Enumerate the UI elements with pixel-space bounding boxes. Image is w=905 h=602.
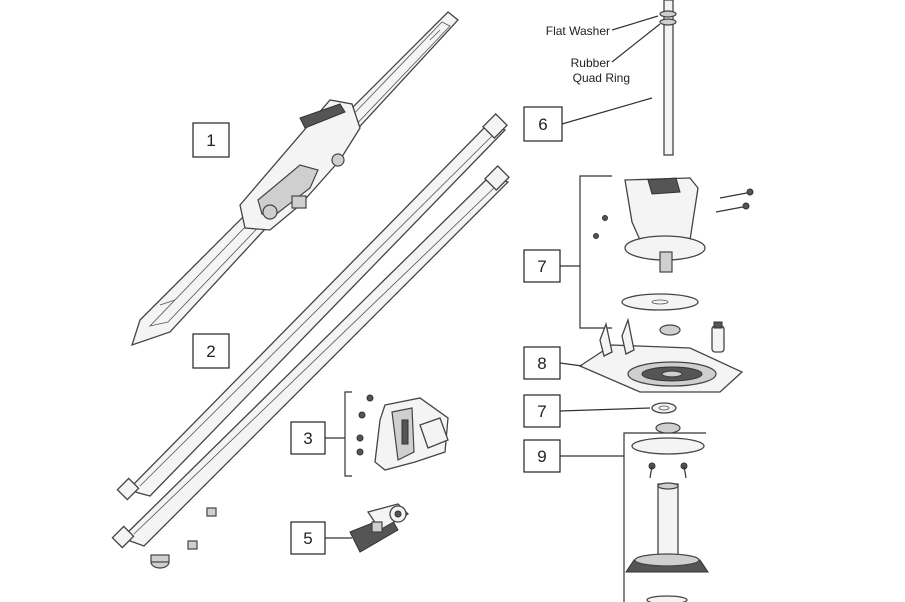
label-quad-ring: Quad Ring xyxy=(573,71,630,85)
callout-7-lower-label: 7 xyxy=(537,402,546,421)
callout-2: 2 xyxy=(192,333,230,369)
callout-5: 5 xyxy=(290,521,352,555)
callout-3-label: 3 xyxy=(303,429,312,448)
part-7-drive-housing xyxy=(560,175,754,353)
label-rubber: Rubber xyxy=(571,56,610,70)
callout-1-label: 1 xyxy=(206,131,215,150)
callout-3: 3 xyxy=(290,421,345,455)
label-flat-washer: Flat Washer xyxy=(546,24,610,38)
part-7-lower-washer xyxy=(651,402,677,414)
callout-8: 8 xyxy=(523,346,583,380)
callout-5-label: 5 xyxy=(303,529,312,548)
callout-8-label: 8 xyxy=(537,354,546,373)
callout-7-upper: 7 xyxy=(523,249,561,283)
callout-9-label: 9 xyxy=(537,447,546,466)
part-1-trolley-carriage xyxy=(130,11,459,347)
callout-7-upper-label: 7 xyxy=(537,257,546,276)
part-5-pulley-bracket xyxy=(349,503,410,553)
callout-9: 9 xyxy=(523,439,561,473)
part-6-shaft xyxy=(561,0,677,156)
part-8-base-plate xyxy=(578,317,744,393)
part-3-header-bracket xyxy=(344,391,449,477)
part-2-rail-sections xyxy=(111,113,510,569)
callout-6-label: 6 xyxy=(538,115,547,134)
callout-6: 6 xyxy=(523,106,563,142)
callout-1: 1 xyxy=(192,122,230,158)
callout-7-lower: 7 xyxy=(523,394,651,428)
part-9-sprocket-shaft xyxy=(560,422,709,602)
callout-2-label: 2 xyxy=(206,342,215,361)
